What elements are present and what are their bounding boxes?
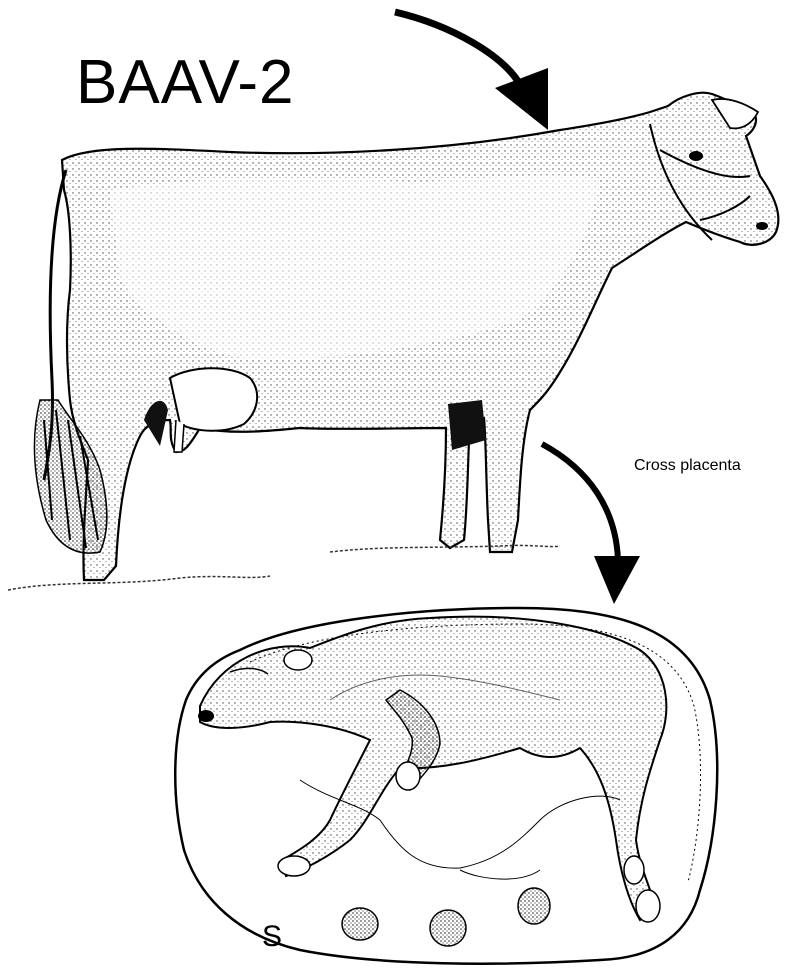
top-arrow-icon bbox=[395, 12, 548, 130]
cow-drawing bbox=[8, 93, 778, 590]
transmission-label: Cross placenta bbox=[634, 458, 741, 474]
uterus-drawing bbox=[175, 608, 717, 964]
clipped-letter: S bbox=[262, 922, 282, 952]
figure-title: BAAV-2 bbox=[76, 52, 295, 114]
placenta-arrow-icon bbox=[542, 444, 640, 604]
